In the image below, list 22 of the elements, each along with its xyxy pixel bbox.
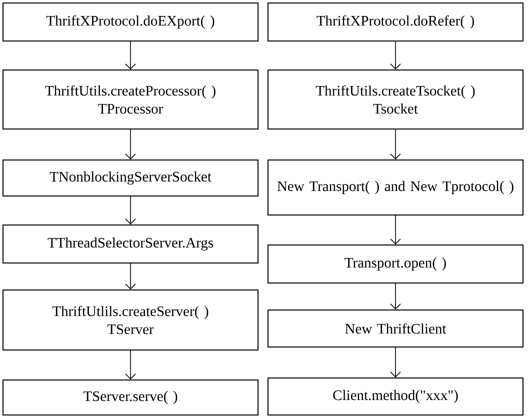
arrow xyxy=(390,215,401,244)
process-box: New Transport( ) and New Tprotocol( ) xyxy=(268,160,524,216)
arrow xyxy=(390,129,401,160)
arrow xyxy=(390,283,401,310)
arrow xyxy=(125,350,136,380)
process-box: TThreadSelectorServer.Args xyxy=(2,224,258,264)
arrow xyxy=(125,41,136,70)
process-box: ThriftUtils.createTsocket( ) Tsocket xyxy=(268,70,524,130)
process-box: ThriftXProtocol.doEXport( ) xyxy=(2,2,258,42)
process-box: ThriftXProtocol.doRefer( ) xyxy=(268,2,524,42)
arrow xyxy=(125,129,136,160)
arrow xyxy=(390,347,401,378)
process-box: Transport.open( ) xyxy=(268,244,524,284)
process-box: Client.method("xxx") xyxy=(268,378,524,416)
process-box: ThriftUtlils.createServer( ) TServer xyxy=(2,290,258,350)
process-box: TNonblockingServerSocket xyxy=(2,160,258,196)
process-box: New ThriftClient xyxy=(268,310,524,348)
process-box: TServer.serve( ) xyxy=(2,380,258,416)
arrow xyxy=(125,196,136,224)
arrow xyxy=(125,263,136,290)
process-box: ThriftUtils.createProcessor( ) TProcessor xyxy=(2,70,258,130)
arrow xyxy=(390,41,401,70)
